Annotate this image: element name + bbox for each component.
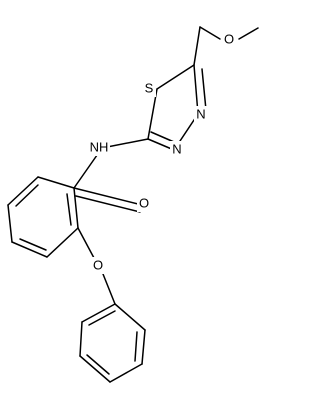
bond-ring1-inner-1 xyxy=(15,184,39,207)
bond-o-ether-phenyl xyxy=(102,273,116,305)
bond-s-c2 xyxy=(147,88,158,140)
bond-ring1-a xyxy=(37,176,75,189)
atom-n-ring-left-label: N xyxy=(172,142,181,157)
molecule-structure: O S N N NH O O xyxy=(7,26,259,383)
atom-s: S xyxy=(143,80,156,97)
atom-nh: NH xyxy=(88,139,110,156)
bond-ring1-c xyxy=(7,204,13,243)
bond-ring2-inner-3 xyxy=(88,310,116,326)
bond-methyl-o xyxy=(238,27,259,40)
bond-ring1-inner-2 xyxy=(19,238,47,251)
bond-c2-n3 xyxy=(147,138,175,151)
bond-c5-s xyxy=(156,64,195,90)
bond-ring2-inner-1 xyxy=(134,331,138,362)
bond-n4-c5 xyxy=(193,64,199,115)
bond-ring2-d xyxy=(79,355,111,383)
bond-carbonyl-o xyxy=(73,187,143,206)
bond-ring1-e xyxy=(46,227,79,258)
bond-ring1-d xyxy=(11,241,48,258)
atom-nh-label: NH xyxy=(90,140,109,155)
atom-o-carbonyl: O xyxy=(137,195,151,212)
bond-ring2-a xyxy=(114,303,146,331)
atom-labels: O S N N NH O O xyxy=(88,31,236,274)
atom-s-label: S xyxy=(145,81,154,96)
bond-ch2-c5 xyxy=(193,26,201,66)
atom-o-methoxy: O xyxy=(222,31,236,48)
bond-c2-n3-double xyxy=(150,131,175,143)
atom-o-methoxy-label: O xyxy=(224,32,234,47)
atom-o-ether: O xyxy=(91,257,105,274)
atom-o-ether-label: O xyxy=(93,258,103,273)
bonds xyxy=(7,26,259,383)
bond-n4-c5-double xyxy=(201,68,207,111)
bond-ring2-c xyxy=(109,363,143,383)
bond-ring1-f xyxy=(73,187,79,229)
bond-ring1-o-ether xyxy=(77,227,95,259)
atom-n-ring-right: N xyxy=(194,106,208,123)
bond-ring2-b xyxy=(141,329,146,365)
bond-carbonyl-o-double xyxy=(75,195,141,213)
atom-o-carbonyl-label: O xyxy=(139,196,149,211)
bond-ring2-inner-2 xyxy=(86,354,110,375)
bond-ring1-b xyxy=(7,176,39,206)
atom-n-ring-left: N xyxy=(170,141,184,158)
bond-o-ch2 xyxy=(199,26,221,40)
bond-ring1-inner-3 xyxy=(66,193,72,226)
bond-ring2-f xyxy=(81,303,116,323)
bond-ring2-e xyxy=(79,321,83,357)
atom-n-ring-right-label: N xyxy=(196,107,205,122)
